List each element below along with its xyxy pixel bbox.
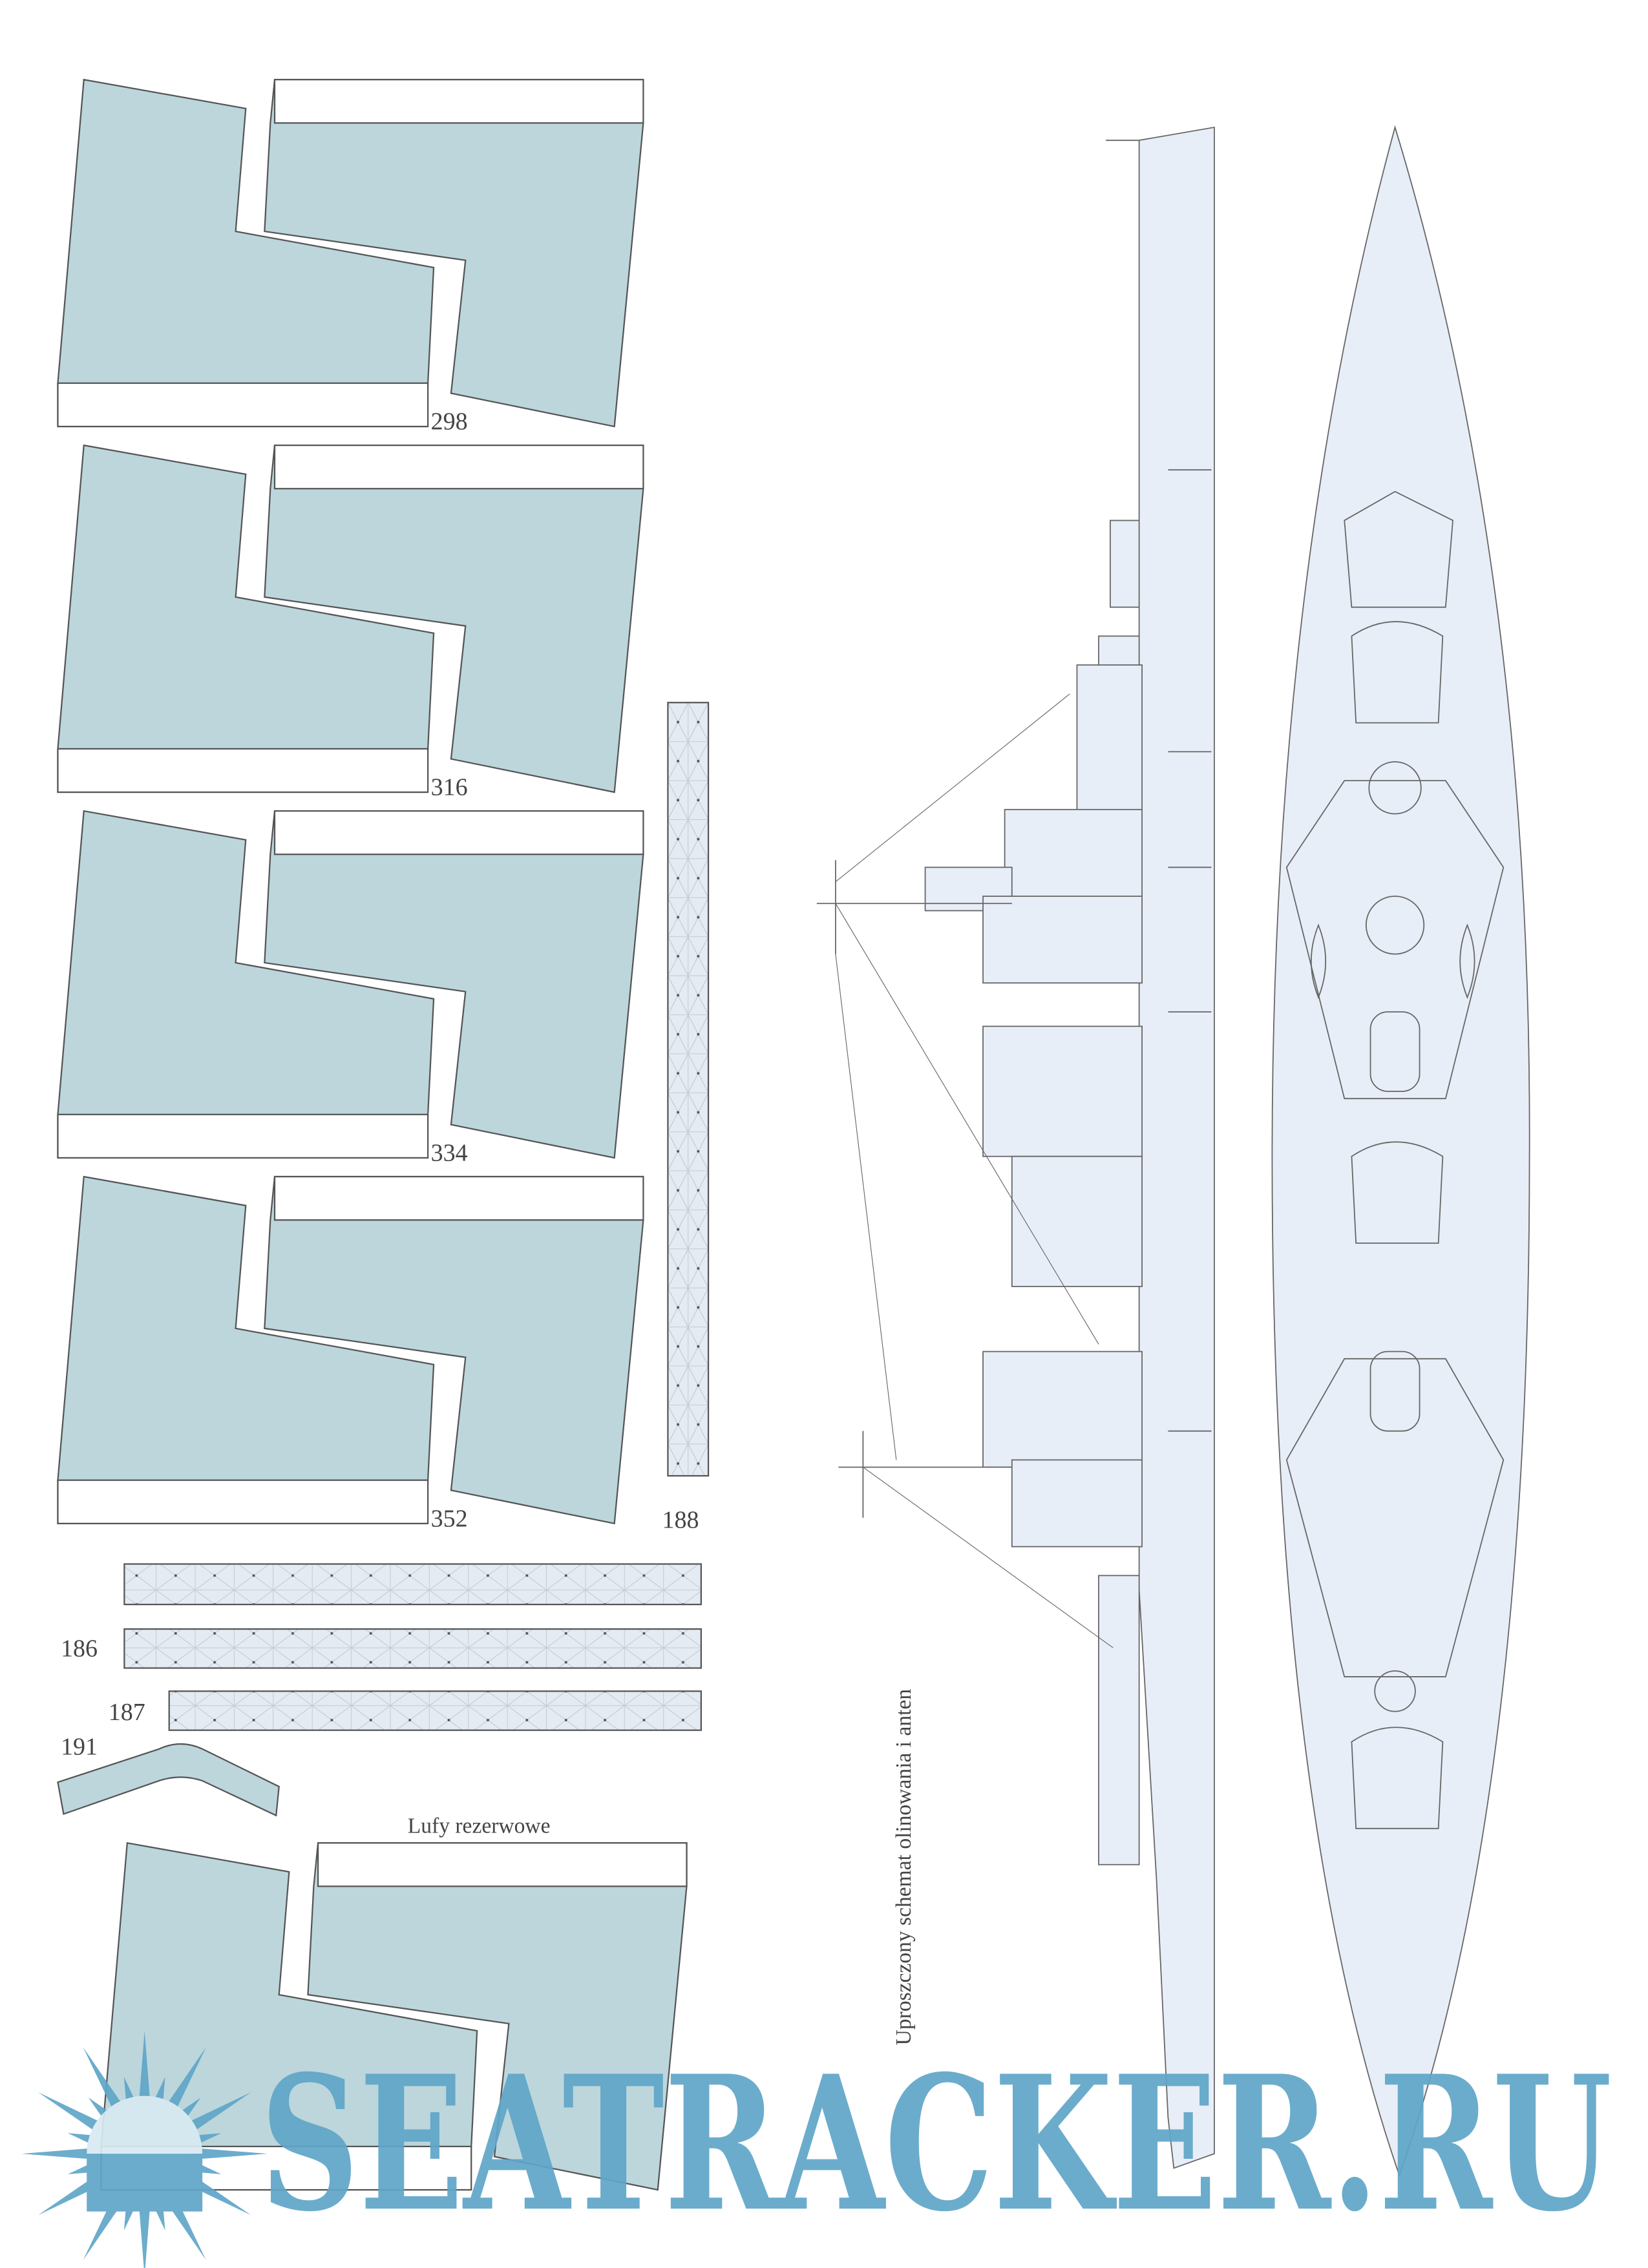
large-part-316: 316 (57, 444, 644, 801)
curved-part-191: 191 (57, 1734, 280, 1817)
watermark-logo: SEATRACKER.RU (21, 2030, 1612, 2268)
part-label-187: 187 (109, 1699, 145, 1726)
strip-187: 187 (109, 1690, 702, 1731)
rigging-caption: Uproszczony schemat olinowania i anten (892, 1689, 916, 2046)
large-parts-group: 298 316 334 352 (57, 78, 688, 2191)
spare-barrels-title: Lufy rezerwowe (408, 1814, 551, 1838)
part-label-334: 334 (431, 1139, 468, 1166)
part-label-352: 352 (431, 1505, 468, 1532)
strip-186: 186 (61, 1628, 702, 1669)
ship-top-view (1271, 125, 1530, 2178)
strip-unlabeled (123, 1563, 702, 1606)
part-label-186: 186 (61, 1635, 98, 1663)
part-label-298: 298 (431, 408, 468, 436)
part-label-316: 316 (431, 773, 468, 801)
large-part-352: 352 (57, 1175, 644, 1532)
part-label-188: 188 (662, 1507, 699, 1534)
ship-side-profile (816, 126, 1215, 2169)
large-part-334: 334 (57, 810, 644, 1166)
large-part-298: 298 (57, 78, 644, 436)
part-label-191: 191 (61, 1734, 98, 1761)
sun-logo-icon (21, 2030, 268, 2268)
strip-188: 188 (662, 702, 710, 1534)
watermark-text: SEATRACKER.RU (260, 2035, 1612, 2252)
